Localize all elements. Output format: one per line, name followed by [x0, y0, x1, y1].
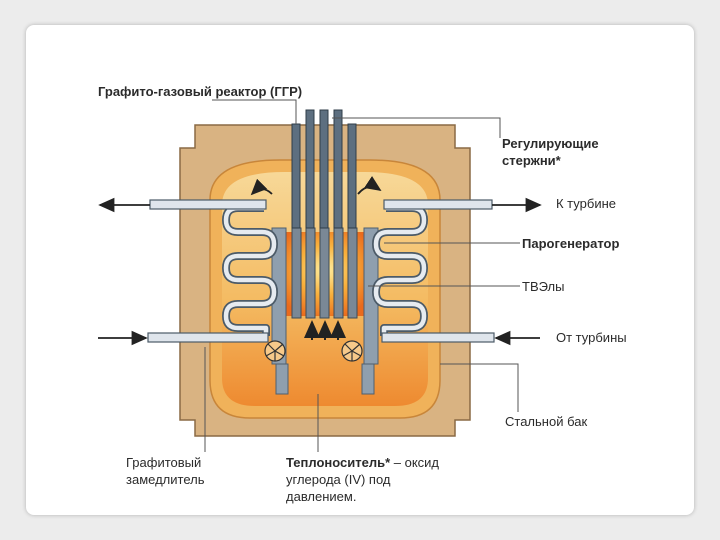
label-steam-generator: Парогенератор [522, 236, 620, 251]
label-control-rods-2: стержни* [502, 153, 561, 168]
circulator-left-icon [264, 340, 286, 362]
label-to-turbine: К турбине [556, 196, 616, 211]
core-support-right [361, 363, 375, 395]
label-steel-tank: Стальной бак [505, 414, 588, 429]
diagram-title-text: Графито-газовый реактор (ГГР) [98, 84, 303, 99]
feedwater-pipes-in [147, 332, 495, 343]
label-control-rods-1: Регулирующие [502, 136, 599, 151]
label-coolant-bold: Теплоноситель* [286, 455, 391, 470]
label-graphite-moderator-1: Графитовый [126, 455, 202, 470]
flow-arrows [98, 197, 542, 346]
control-rods [291, 109, 357, 229]
label-coolant-2: углерода (IV) под [286, 472, 391, 487]
gas-flow-curved-arrows [250, 176, 382, 196]
label-graphite-moderator-2: замедлитель [126, 472, 205, 487]
circulator-right-icon [341, 340, 363, 362]
label-coolant-rest: – оксид [390, 455, 440, 470]
coolant-up-arrows [304, 320, 346, 340]
core-support-left [275, 363, 289, 395]
label-coolant-3: давлением. [286, 489, 357, 504]
leader-lines [204, 99, 520, 452]
label-from-turbine: От турбины [556, 330, 627, 345]
label-coolant-1: Теплоноситель* – оксид [286, 455, 439, 471]
label-fuel-elements: ТВЭлы [522, 279, 565, 294]
